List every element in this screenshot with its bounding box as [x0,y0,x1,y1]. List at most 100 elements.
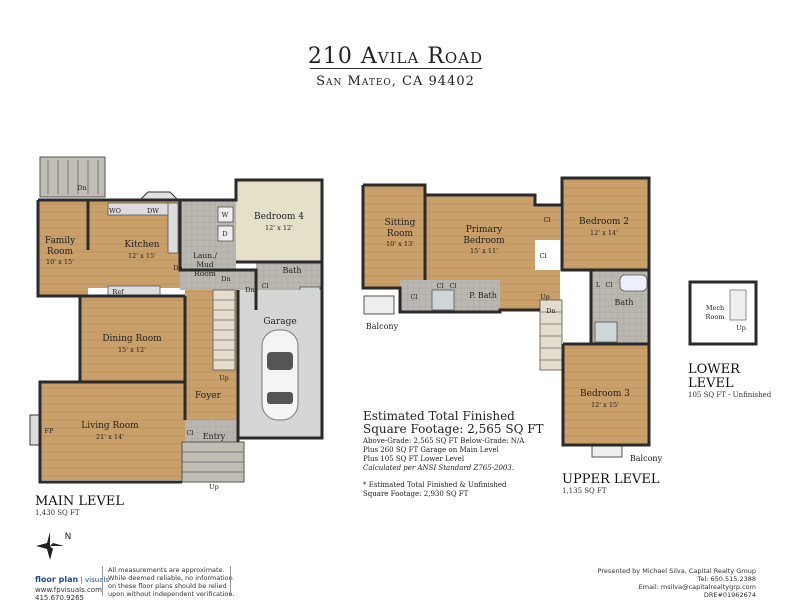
upper-level-plan [361,176,651,458]
main-bath-label: Bath [282,266,301,275]
wall-oven-label: WO [109,207,121,215]
footer-divider-2 [230,566,231,596]
sqft-line-garage: Plus 260 SQ FT Garage on Main Level [363,446,499,454]
sqft-line-lower: Plus 105 SQ FT Lower Level [363,455,465,463]
foyer-closet-label: Cl [186,429,193,437]
laundry-dn-label: Dn [221,275,230,283]
upper-stair-dn-label: Dn [546,307,555,315]
sitting-room-label-2: Room [387,229,414,239]
disclaimer-line-3: on these floor plans should be relied [108,582,227,590]
bedroom-3-floor [563,344,649,445]
family-room-dim: 10' x 15' [46,258,74,266]
primary-bedroom-floor [425,195,535,280]
bedroom-2-label: Bedroom 2 [579,217,629,227]
family-room-label: Family [45,236,76,246]
linen-closet-label: L [596,281,601,289]
living-room-floor [40,382,185,480]
presented-line-3: Email: msilva@capitalrealtygrp.com [638,583,756,591]
lower-level-sqft: 105 SQ FT - Unfinished [688,391,772,399]
brand-name: floor plan [35,575,79,584]
upper-level-sqft: 1,135 SQ FT [562,487,607,495]
entry-floor [185,420,237,442]
sitting-room-label: Sitting [385,218,416,228]
rear-deck-dn-label: Dn [77,184,86,192]
sqft-note-1: * Estimated Total Finished & Unfinished [363,481,507,489]
bedroom-2-dim: 12' x 14' [590,229,618,237]
room-labels: Family Room 10' x 15' Kitchen 12' x 15' … [45,184,746,542]
main-level-walls [36,178,324,484]
footer-brand-block: floor plan | visuals www.fpvisuals.com 4… [35,575,110,602]
brand-phone: 415.670.9265 [35,594,84,602]
washer [217,206,234,223]
bedroom-4-floor [236,180,322,262]
presented-line-4: DRE#01962674 [703,591,756,599]
sqft-heading-1: Estimated Total Finished [363,409,515,423]
dishwasher-label: DW [147,207,159,215]
car-icon [261,329,299,421]
primary-closet-label: Cl [543,216,550,224]
title-underline [310,68,482,69]
dining-room-floor [80,296,185,382]
footer-disclaimer: All measurements are approximate. While … [108,566,235,598]
family-room-floor [38,200,88,296]
laundry-label: Laun./ [193,251,217,260]
bathtub [619,274,648,292]
garage-label: Garage [263,317,296,327]
brand-url: www.fpvisuals.com [35,586,102,594]
primary-bedroom-label: Primary [466,225,503,235]
primary-bath-label: P. Bath [469,291,497,300]
property-city: San Mateo, CA 94402 [316,74,475,89]
kitchen-dim: 12' x 15' [128,252,156,260]
lower-level-title: LOWER [688,362,740,377]
sqft-line-ansi: Calculated per ANSI Standard Z765-2003. [363,464,515,472]
sqft-heading-2: Square Footage: 2,565 SQ FT [363,422,544,436]
entry-label: Entry [203,432,226,441]
lower-level-plan [688,280,758,346]
bedroom2-closet-label: Cl [539,252,546,260]
footer-divider-1 [102,566,103,596]
primary-bedroom-label-2: Bedroom [463,236,505,246]
sqft-summary: Estimated Total Finished Square Footage:… [363,410,563,499]
mud-room-label: Room [194,269,216,278]
bedroom-4-dim: 12' x 12' [265,224,293,232]
main-stair-up-label: Up [219,374,229,382]
primary-bedroom-dim: 15' x 11' [470,247,498,255]
disclaimer-line-1: All measurements are approximate. [108,566,225,574]
mech-room-label: Mech [706,304,724,312]
bedroom-2-floor [562,178,649,270]
foyer-label: Foyer [195,391,222,401]
upper-closet-label-3: Cl [449,282,456,290]
mech-room-label-2: Room [706,313,725,321]
presented-line-2: Tel: 650.515.2388 [697,575,756,583]
front-steps-up-label: Up [209,483,219,491]
disclaimer-line-4: upon without independent verification. [108,590,235,598]
compass-north-label: N [65,532,72,542]
sqft-note-2: Square Footage: 2,930 SQ FT [363,490,469,498]
property-address-title: 210 Avila Road [307,44,484,69]
bedroom-4-label: Bedroom 4 [254,212,304,222]
hall-dn-label: Dn [245,286,254,294]
upper-level-title: UPPER LEVEL [562,472,660,487]
hall-closet-label: Cl [261,282,268,290]
presented-line-1: Presented by Michael Silva, Capital Real… [597,567,756,575]
mech-stair-up-label: Up [736,324,746,332]
balcony-label-1: Balcony [366,322,399,331]
fireplace-label: FP [45,427,55,435]
dryer-label: D [222,230,227,238]
main-level-title: MAIN LEVEL [35,494,124,509]
main-level-sqft: 1,430 SQ FT [35,509,80,517]
sitting-room-floor [363,185,425,288]
main-level-plan [29,156,324,484]
kitchen-label: Kitchen [124,240,159,250]
upper-balcony-1 [363,295,395,315]
upper-level-walls [361,176,651,447]
kitchen-dn-label: Dn [173,264,182,272]
upper-bath-label: Bath [614,298,633,307]
footer-presented-by: Presented by Michael Silva, Capital Real… [560,567,756,599]
dryer [217,225,234,242]
disclaimer-line-2: While deemed reliable, no information [108,574,233,582]
brand-name-2: visuals [85,576,110,584]
washer-label: W [222,211,229,219]
upper-stair [539,299,563,371]
